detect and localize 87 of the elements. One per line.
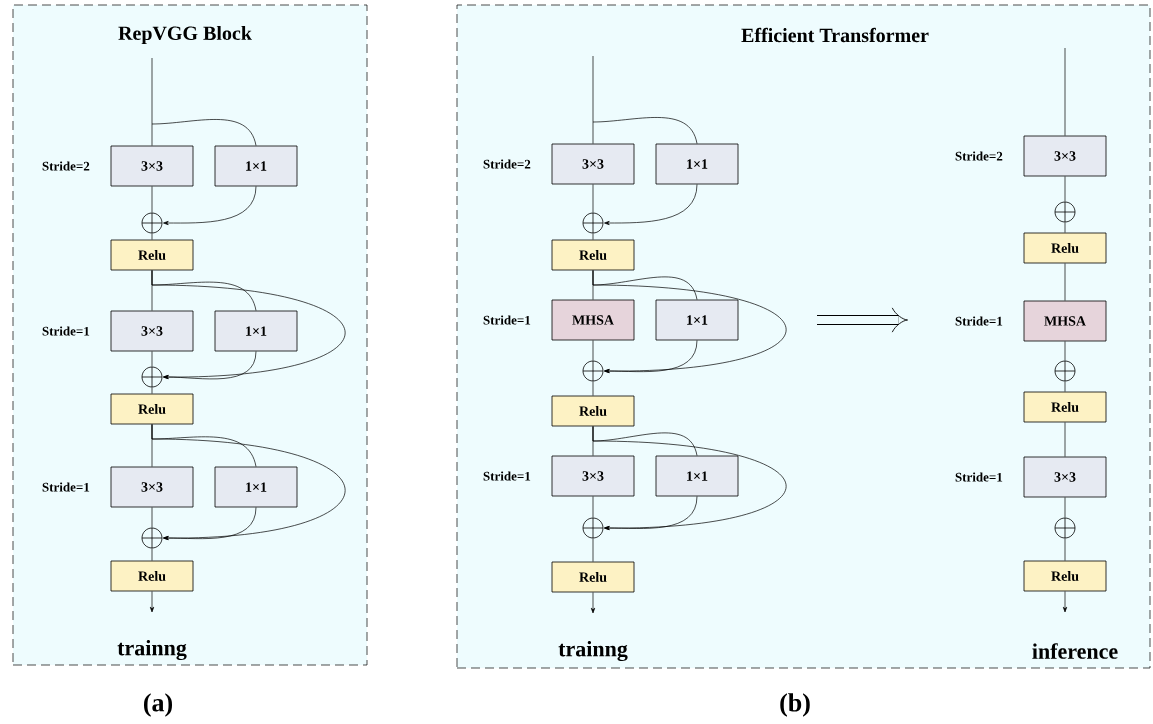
relu-box: Relu [1023, 391, 1107, 423]
plus-circle [582, 517, 604, 539]
connector-line [1064, 341, 1066, 361]
relu-box: Relu [1023, 560, 1107, 592]
conv-box: 3×3 [551, 143, 635, 185]
connector-line [151, 507, 153, 528]
conv-box: 3×3 [551, 455, 635, 497]
arrow [149, 591, 155, 613]
connector-line [151, 186, 153, 213]
connector-line [592, 55, 594, 144]
connector-line [592, 184, 594, 213]
conv-box: 3×3 [1023, 456, 1107, 498]
relu-box: Relu [1023, 232, 1107, 264]
connector-line [1064, 263, 1066, 301]
panel-caption: (b) [780, 693, 810, 717]
plus-circle [141, 366, 163, 388]
connector-line [1064, 422, 1066, 457]
connector-line [151, 387, 153, 394]
arrow [590, 592, 596, 614]
arrow [151, 270, 346, 380]
plus-circle [1054, 517, 1076, 539]
connector-line [151, 351, 153, 367]
arrow [592, 426, 787, 531]
stride-label: Stride=1 [483, 471, 531, 481]
arrow [1062, 591, 1068, 613]
plus-circle [1054, 201, 1076, 223]
relu-box: Relu [110, 393, 194, 425]
arrow [604, 184, 698, 226]
attention-box: MHSA [1023, 300, 1107, 342]
connector-line [1064, 47, 1066, 136]
relu-box: Relu [551, 239, 635, 271]
conv-box: 1×1 [655, 143, 739, 185]
connector-line [151, 119, 257, 146]
relu-box: Relu [110, 239, 194, 271]
conv-box: 3×3 [110, 145, 194, 187]
connector-line [1064, 538, 1066, 561]
stage-label: inference [1032, 643, 1118, 659]
connector-line [151, 548, 153, 561]
arrow [163, 351, 257, 380]
arrow [163, 507, 257, 541]
connector-line [151, 233, 153, 240]
stride-label: Stride=2 [42, 161, 90, 171]
stage-label: trainng [117, 639, 187, 661]
stride-label: Stride=1 [955, 472, 1003, 482]
stride-label: Stride=1 [483, 315, 531, 325]
arrow [592, 270, 787, 374]
stride-label: Stride=1 [42, 482, 90, 492]
plus-circle [141, 527, 163, 549]
attention-box: MHSA [551, 299, 635, 341]
panel-title: RepVGG Block [118, 25, 252, 45]
arrow [604, 340, 698, 374]
connector-line [1064, 176, 1066, 202]
panel-title: Efficient Transformer [741, 27, 929, 43]
conv-box: 1×1 [214, 466, 298, 508]
plus-circle [582, 212, 604, 234]
relu-box: Relu [551, 561, 635, 593]
arrow [163, 186, 257, 226]
arrow [151, 424, 346, 541]
conv-box: 1×1 [655, 299, 739, 341]
relu-box: Relu [110, 560, 194, 592]
connector-line [592, 496, 594, 518]
stride-label: Stride=1 [955, 316, 1003, 326]
connector-line [592, 340, 594, 361]
connector-line [592, 381, 594, 396]
stride-label: Stride=2 [483, 159, 531, 169]
conv-box: 1×1 [655, 455, 739, 497]
relu-box: Relu [551, 395, 635, 427]
conv-box: 3×3 [110, 310, 194, 352]
connector-line [1064, 381, 1066, 392]
plus-circle [1054, 360, 1076, 382]
conv-box: 3×3 [1023, 135, 1107, 177]
connector-line [1064, 222, 1066, 233]
arrow [604, 496, 698, 531]
stride-label: Stride=1 [42, 326, 90, 336]
plus-circle [141, 212, 163, 234]
conv-box: 3×3 [110, 466, 194, 508]
connector-line [592, 538, 594, 562]
conv-box: 1×1 [214, 310, 298, 352]
connector-line [1064, 497, 1066, 518]
plus-circle [582, 360, 604, 382]
connector-line [592, 117, 698, 144]
stage-label: trainng [558, 640, 628, 662]
conv-box: 1×1 [214, 145, 298, 187]
connector-line [592, 233, 594, 240]
connector-line [151, 57, 153, 146]
stride-label: Stride=2 [955, 151, 1003, 161]
panel-caption: (a) [144, 693, 172, 717]
